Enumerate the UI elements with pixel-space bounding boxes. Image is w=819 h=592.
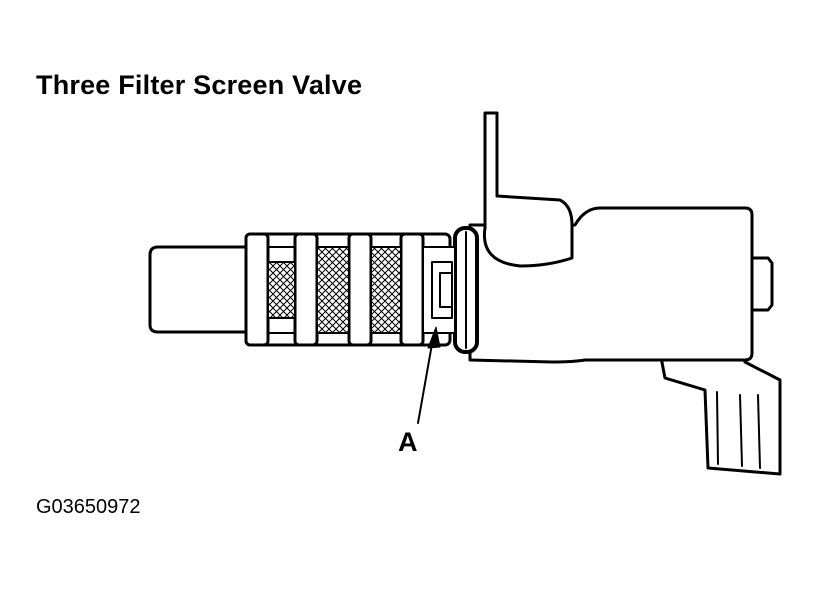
callout-arrowhead <box>427 326 441 349</box>
filter-screen-2 <box>316 246 350 334</box>
mounting-bracket <box>482 111 574 268</box>
diagram-title: Three Filter Screen Valve <box>36 70 363 100</box>
callout-label: A <box>398 427 418 457</box>
filter-screen-3 <box>370 246 402 334</box>
figure-id: G03650972 <box>36 496 141 518</box>
filter-screen-1 <box>267 261 296 319</box>
end-cap <box>746 256 774 312</box>
inlet-nozzle <box>148 245 248 334</box>
connector-housing <box>658 350 782 476</box>
callout-leader <box>417 343 433 424</box>
